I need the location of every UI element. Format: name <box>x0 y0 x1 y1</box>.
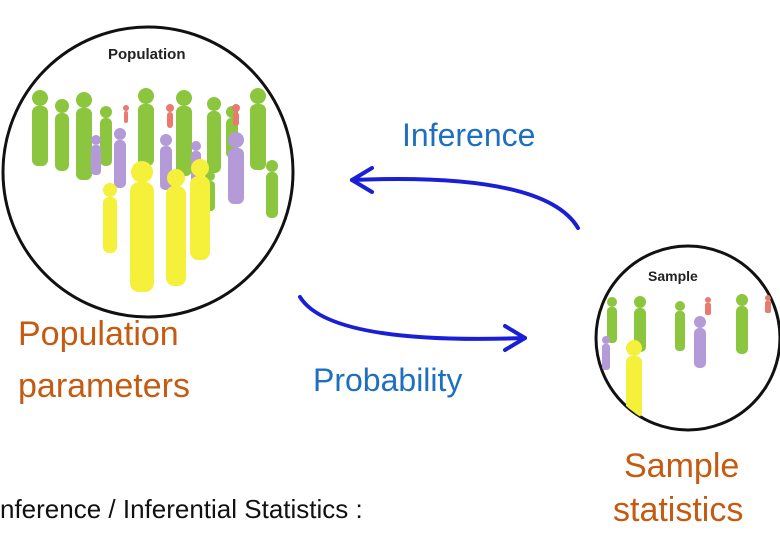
population-crowd-icon <box>32 88 278 292</box>
sample-caption-line1: Sample <box>624 447 740 485</box>
sample-circle-title: Sample <box>648 268 698 284</box>
population-caption-line1: Population <box>18 315 179 353</box>
population-caption-line2: parameters <box>18 367 190 405</box>
inference-label: Inference <box>402 117 536 153</box>
sample-circle <box>594 244 780 432</box>
sample-crowd-icon <box>602 294 771 418</box>
population-circle <box>1 25 295 319</box>
population-circle-title: Population <box>108 46 186 63</box>
probability-arrow <box>298 295 527 352</box>
inference-arrow <box>350 166 580 230</box>
probability-label: Probability <box>313 362 463 398</box>
sample-caption-line2: statistics <box>613 491 744 529</box>
footer-text: nference / Inferential Statistics : <box>0 494 363 524</box>
